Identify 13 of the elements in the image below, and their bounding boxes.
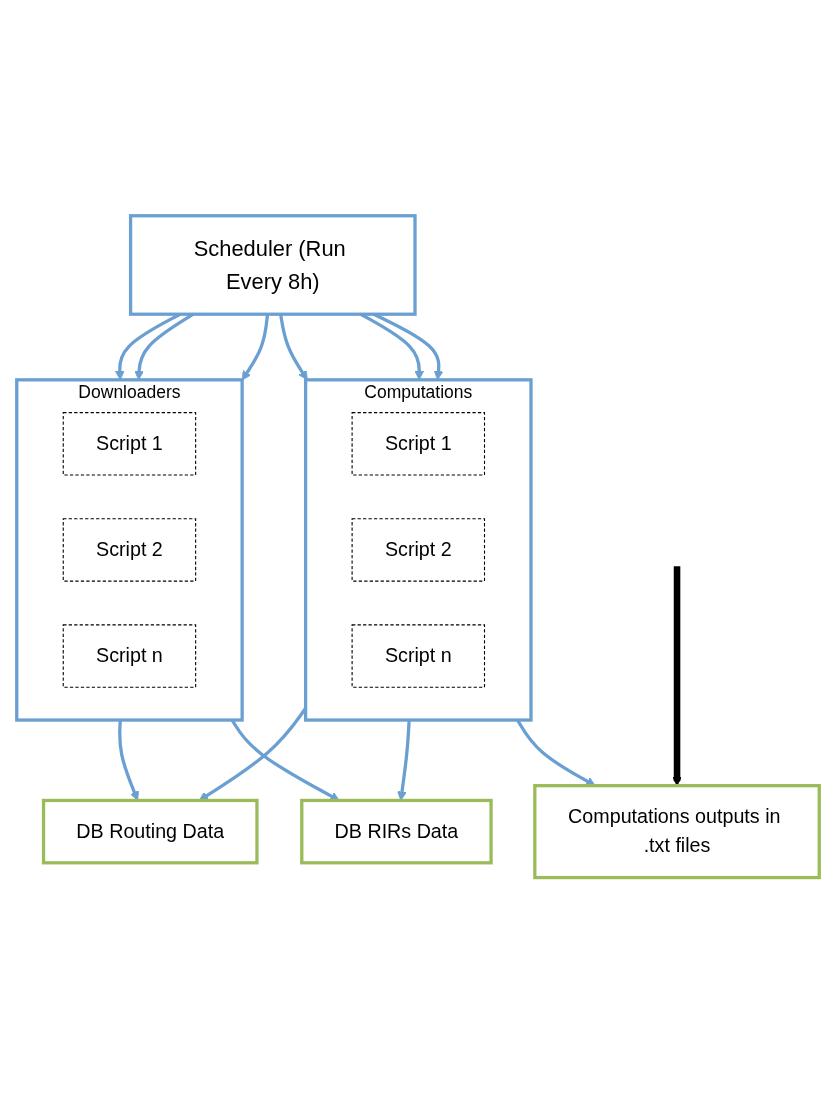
node-box: Script 2 <box>351 518 486 582</box>
arrow <box>279 314 308 381</box>
arrow <box>241 314 270 381</box>
node-box: Computations outputs in .txt files <box>533 784 821 880</box>
node-box: Script 1 <box>62 412 197 476</box>
node-box: Script n <box>62 624 197 689</box>
node-box: Script 2 <box>62 518 197 582</box>
node-box: DB RIRs Data <box>300 799 493 865</box>
node-box: DB Routing Data <box>41 799 259 865</box>
node-box: Script n <box>351 624 486 689</box>
node-box: Script 1 <box>351 412 486 476</box>
arrow <box>672 566 682 787</box>
node-box: Scheduler (Run Every 8h) <box>128 214 417 317</box>
